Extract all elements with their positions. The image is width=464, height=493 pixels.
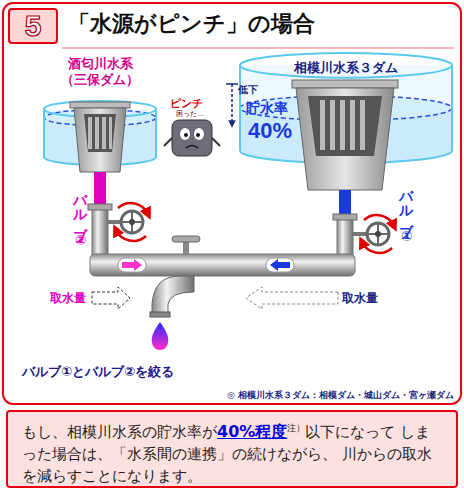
mascot-character xyxy=(184,133,188,137)
faucet-symbol xyxy=(152,276,194,314)
outflow-indicator xyxy=(339,190,351,216)
step-number-box: 5 xyxy=(8,8,58,44)
mascot-character xyxy=(186,146,198,149)
speech-text: 困った… xyxy=(176,110,204,118)
faucet-symbol xyxy=(172,236,200,242)
turn-arrow xyxy=(116,203,394,253)
dam-structure xyxy=(350,100,355,150)
dam-structure xyxy=(109,117,112,149)
mascot-character xyxy=(164,138,172,146)
turn-arrow xyxy=(118,203,148,214)
valve-label: バルブ② xyxy=(72,184,89,248)
valve-symbol xyxy=(108,211,389,245)
dam-structure xyxy=(360,100,365,150)
intake-arrow xyxy=(246,287,338,309)
flow-direction-indicator xyxy=(122,259,142,271)
tank-wall xyxy=(43,109,45,157)
intake-label: 取水量 xyxy=(50,291,86,305)
valve-symbol xyxy=(367,223,389,245)
turn-arrow xyxy=(364,215,394,226)
dam-structure xyxy=(292,80,398,88)
dam-structure xyxy=(74,108,126,172)
dam-structure xyxy=(308,96,382,156)
valve-label: バルブ① xyxy=(398,180,415,244)
note-box: もし、相模川水系の貯水率が40%程度注）以下になって しまった場合は、「水系間の… xyxy=(6,410,458,488)
highlight-rate: 40%程度 xyxy=(217,422,287,441)
dam-structure xyxy=(330,100,335,150)
dam-structure xyxy=(320,100,325,150)
dam-structure xyxy=(88,117,92,149)
intake-arrow xyxy=(92,287,338,309)
valve-symbol xyxy=(121,211,143,233)
storage-rate-label: 貯水率 xyxy=(246,100,288,117)
flow-direction-indicator xyxy=(118,258,146,272)
faucet-symbol xyxy=(183,242,189,254)
valve-symbol xyxy=(375,231,381,237)
valve-symbol xyxy=(108,220,121,224)
intake-arrow xyxy=(92,287,130,309)
footnote-text: ◎ 相模川水系３ダム：相模ダム・城山ダム・宮ヶ瀬ダム xyxy=(148,390,454,401)
water-pipe xyxy=(333,214,357,220)
outflow-indicator xyxy=(94,172,106,206)
valve-symbol xyxy=(353,232,367,236)
mascot-character xyxy=(164,120,220,156)
water-pipe xyxy=(90,254,355,276)
outflow-indicator xyxy=(94,172,351,216)
tank-wall xyxy=(239,65,241,150)
faucet-symbol xyxy=(150,312,170,317)
dam-structure xyxy=(70,102,130,108)
turn-arrow xyxy=(362,242,392,253)
dam-structure xyxy=(95,117,99,149)
water-pipe xyxy=(88,204,112,210)
level-drop-label: 低下 xyxy=(238,84,258,96)
step-number: 5 xyxy=(10,8,56,44)
panel-frame xyxy=(62,47,454,49)
tank-body xyxy=(240,65,452,163)
flow-direction-indicator xyxy=(266,258,294,272)
intake-label: 取水量 xyxy=(342,291,378,305)
water-pipe xyxy=(88,204,357,276)
dam-structure xyxy=(102,117,106,149)
reservoir-name: 相模川水系３ダム xyxy=(238,60,454,76)
tank-wall xyxy=(155,109,157,157)
dam-structure xyxy=(296,88,394,190)
status-word: ピンチ xyxy=(170,97,203,110)
level-drop-arrow xyxy=(226,84,238,124)
note-text: もし、相模川水系の貯水率が xyxy=(22,423,217,441)
flow-direction-indicator xyxy=(118,258,294,272)
diagram-title: 「水源がピンチ」の場合 xyxy=(68,11,315,37)
mascot-character xyxy=(194,128,204,140)
dam-structure xyxy=(70,80,398,190)
footnote-mark: 注） xyxy=(287,423,305,433)
water-drop xyxy=(152,322,169,350)
mascot-character xyxy=(180,128,190,140)
valve-symbol xyxy=(129,219,135,225)
reservoir-name: 酒匂川水系 （三保ダム） xyxy=(59,56,141,87)
panel-frame xyxy=(3,3,461,404)
storage-rate-value: 40% xyxy=(248,118,292,144)
flow-direction-indicator xyxy=(270,259,290,271)
dam-structure xyxy=(84,114,116,152)
mascot-character xyxy=(172,120,212,156)
turn-arrow xyxy=(116,230,146,241)
faucet-symbol xyxy=(150,236,200,317)
action-caption: バルブ①とバルブ②を絞る xyxy=(22,364,174,380)
tank-wall xyxy=(451,65,453,150)
mascot-character xyxy=(212,138,220,146)
level-drop-arrow xyxy=(231,84,233,124)
panel-frame xyxy=(3,3,461,404)
dam-structure xyxy=(340,100,345,150)
mascot-character xyxy=(196,133,200,137)
water-drop xyxy=(152,322,169,350)
text-flow: もし、相模川水系の貯水率が40%程度注）以下になって しまった場合は、「水系間の… xyxy=(22,420,444,487)
